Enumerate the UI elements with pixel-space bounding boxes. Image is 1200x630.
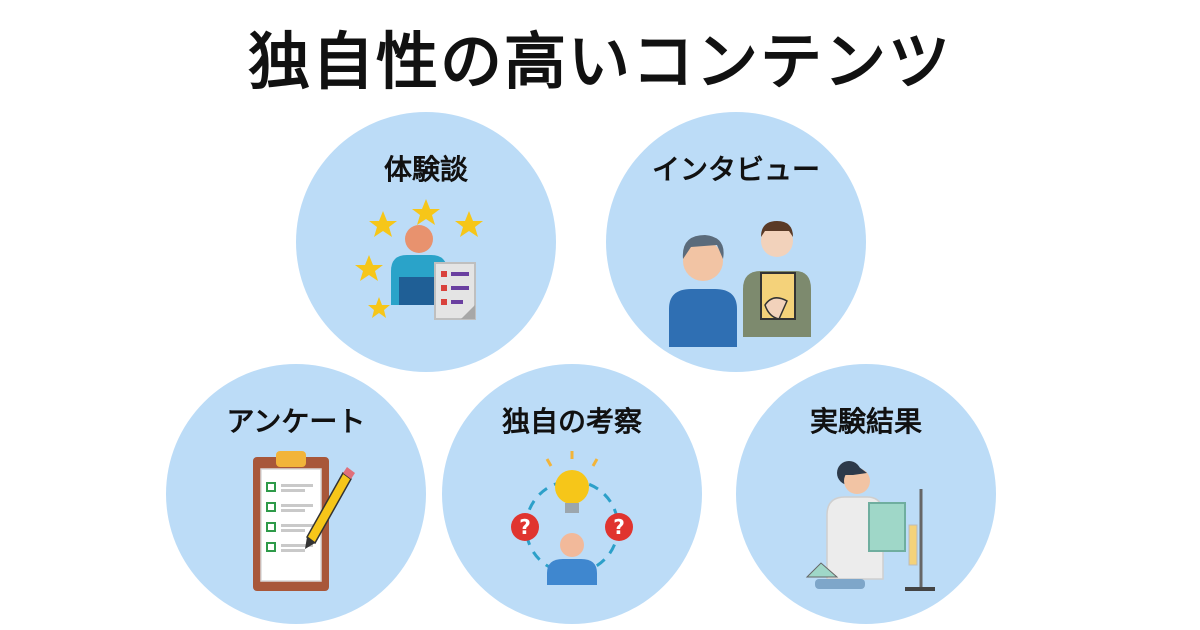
content-card-label: 体験談 <box>383 153 468 186</box>
interview-icon <box>669 221 811 347</box>
content-card-experiment-results: 実験結果 <box>736 364 996 624</box>
content-card-experience: 体験談 <box>296 112 556 372</box>
content-card-label: 独自の考察 <box>501 405 642 438</box>
content-card-label: インタビュー <box>651 153 820 186</box>
content-card-label: 実験結果 <box>809 405 922 438</box>
content-card-original-analysis: 独自の考察 ? ? <box>442 364 702 624</box>
content-card-label: アンケート <box>226 405 366 438</box>
page-title: 独自性の高いコンテンツ <box>247 25 952 98</box>
content-card-interview: インタビュー <box>606 112 866 372</box>
scientist-experiment-icon <box>805 461 935 591</box>
content-card-survey: アンケート <box>166 364 426 624</box>
clipboard-checklist-icon <box>253 451 355 591</box>
svg-text:?: ? <box>519 515 531 539</box>
svg-text:?: ? <box>613 515 625 539</box>
review-person-stars-icon <box>355 199 483 320</box>
thinking-lightbulb-icon: ? ? <box>511 451 633 585</box>
